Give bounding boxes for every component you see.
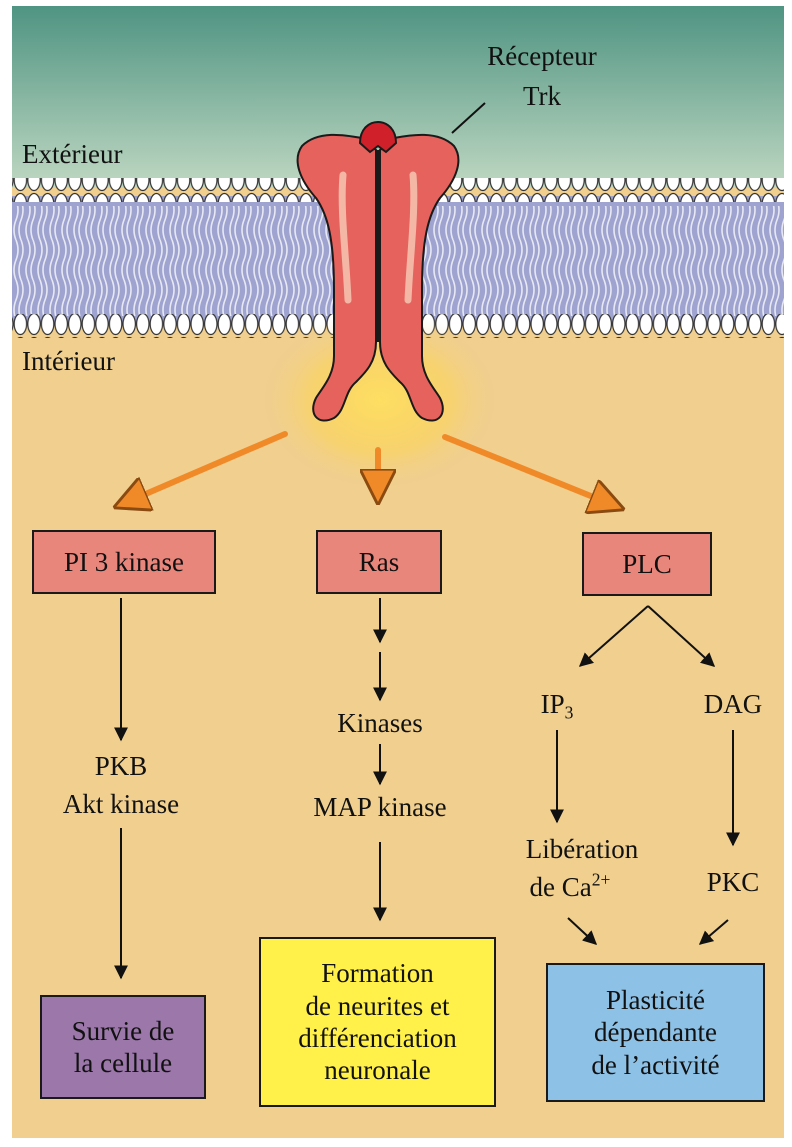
neurite-formation-label: Formation de neurites et différenciation… [298,957,456,1087]
ip3-label: IP3 [541,688,574,720]
calcium-label: de Ca2+ [530,871,611,903]
pkc-label: PKC [707,866,760,898]
pi3-kinase-box: PI 3 kinase [32,530,216,594]
kinases-label: Kinases [337,707,422,739]
plc-label: PLC [622,548,672,580]
exterior-label: Extérieur [22,138,122,170]
akt-kinase-label: Akt kinase [63,788,179,820]
pkb-label: PKB [95,750,148,782]
interior-label: Intérieur [22,345,115,377]
cell-survival-box: Survie de la cellule [40,995,206,1099]
calcium-base: de Ca [530,872,592,902]
receptor-label-line1: Récepteur [487,40,596,72]
dag-label: DAG [704,688,763,720]
map-kinase-label: MAP kinase [313,791,446,823]
ras-label: Ras [359,546,400,578]
pi3-kinase-label: PI 3 kinase [64,546,184,578]
plasticity-label: Plasticité dépendante de l’activité [591,984,719,1081]
ras-box: Ras [316,530,442,594]
plasticity-box: Plasticité dépendante de l’activité [546,963,765,1102]
plc-box: PLC [582,532,712,596]
receptor-label-line2: Trk [523,80,561,112]
calcium-superscript: 2+ [592,869,611,889]
cell-survival-label: Survie de la cellule [72,1015,175,1080]
ip3-subscript: 3 [565,702,574,722]
liberation-label: Libération [526,833,638,865]
ip3-base: IP [541,689,565,719]
neurite-formation-box: Formation de neurites et différenciation… [259,937,496,1107]
